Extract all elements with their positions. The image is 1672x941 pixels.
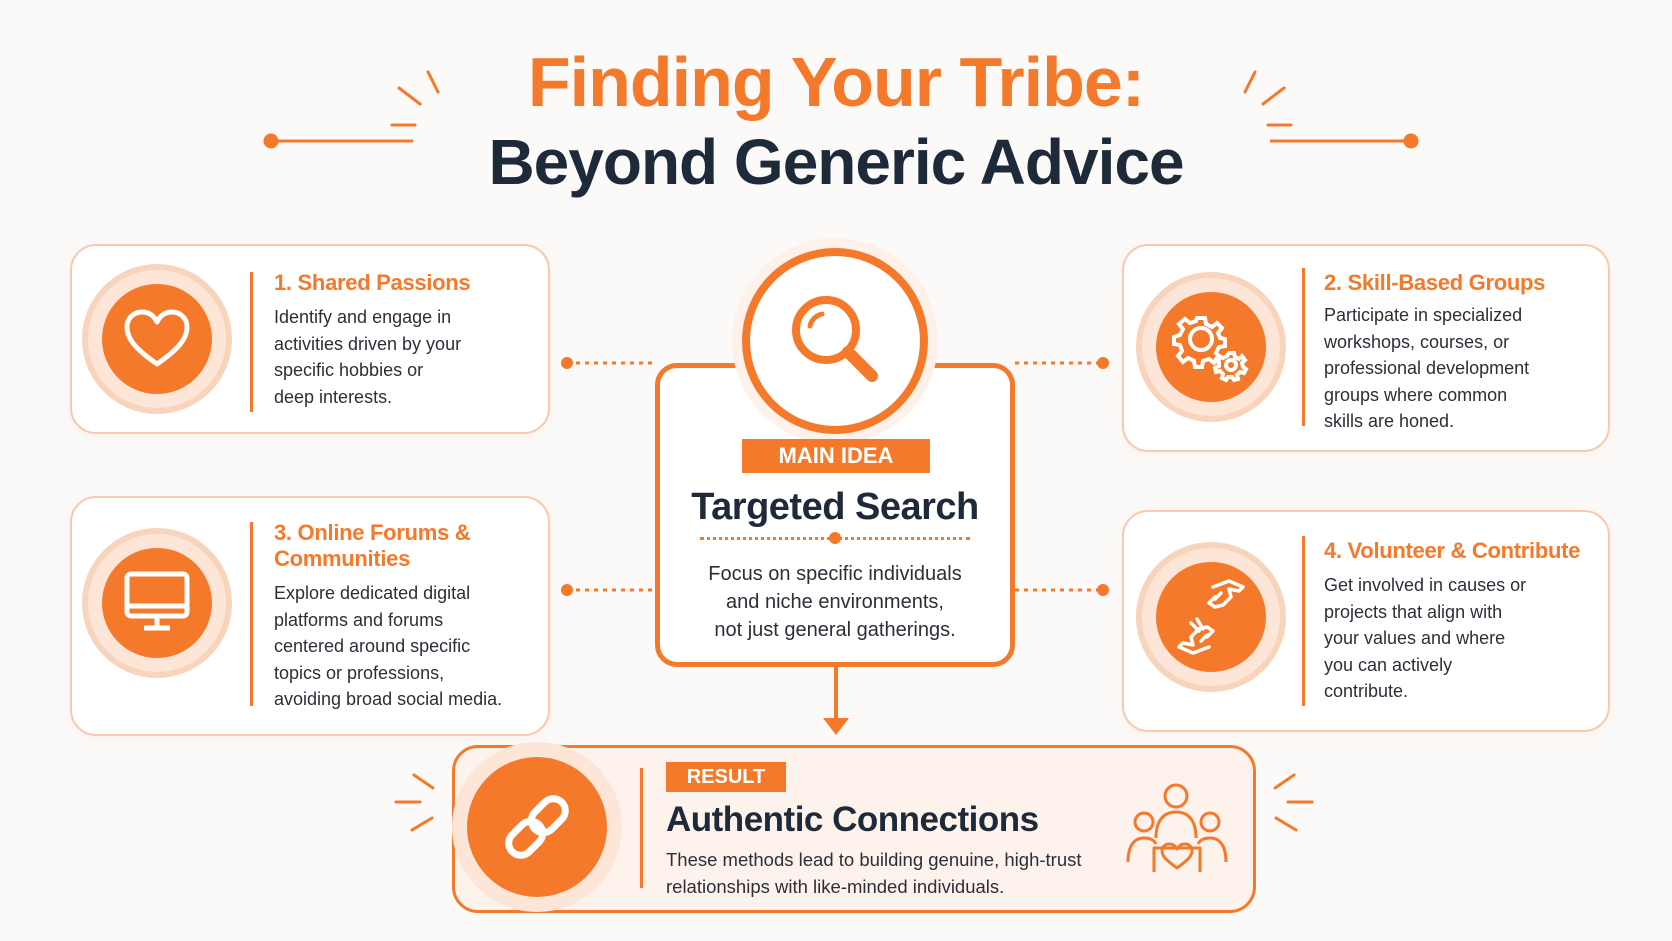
monitor-icon	[102, 548, 212, 658]
desc-line: specific hobbies or	[274, 360, 424, 380]
desc-line: projects that align with	[1324, 601, 1503, 622]
desc-line: Focus on specific individuals	[708, 563, 962, 585]
desc-line: avoiding broad social media.	[274, 689, 503, 709]
main-idea-title: Targeted Search	[691, 486, 979, 528]
desc-line: your values and where	[1324, 628, 1506, 648]
chain-link-icon	[467, 757, 607, 897]
result-badge: RESULT	[666, 762, 786, 792]
magnifier-icon	[792, 296, 878, 382]
title-line: Communities	[274, 546, 411, 571]
desc-line: platforms and forums	[274, 609, 444, 630]
title-left-rule	[263, 133, 413, 149]
main-idea-underline-dot	[829, 532, 841, 544]
gears-icon	[1156, 292, 1266, 402]
desc-line: Get involved in causes or	[1324, 575, 1527, 595]
desc-line: These methods lead to building genuine, …	[666, 849, 1082, 870]
desc-line: workshops, courses, or	[1324, 331, 1510, 352]
connector-bottom-right	[1015, 584, 1109, 596]
heart-icon	[102, 284, 212, 394]
desc-line: topics or professions,	[274, 662, 445, 683]
desc-line: skills are honed.	[1324, 411, 1455, 431]
card-volunteer-contribute: 4. Volunteer & Contribute Get involved i…	[1122, 510, 1610, 732]
title-primary: Finding Your Tribe:	[527, 43, 1145, 121]
desc-line: Participate in specialized	[1324, 305, 1523, 325]
magnifier-ring	[742, 248, 928, 434]
desc-line: not just general gatherings.	[714, 619, 956, 641]
desc-line: and niche environments,	[726, 591, 944, 613]
desc-line: professional development	[1324, 358, 1530, 378]
desc-line: Explore dedicated digital	[274, 583, 471, 603]
result-title: Authentic Connections	[666, 800, 1039, 839]
main-idea-box	[655, 363, 1015, 667]
desc-line: contribute.	[1324, 681, 1409, 701]
card-icon-ring	[1136, 272, 1286, 422]
card-title: 4. Volunteer & Contribute	[1324, 538, 1581, 563]
card-divider	[1302, 536, 1305, 706]
desc-line: Identify and engage in	[274, 307, 452, 327]
title-left-sparks	[390, 70, 440, 127]
card-shared-passions: 1. Shared Passions Identify and engage i…	[70, 244, 550, 434]
card-divider	[250, 272, 253, 412]
title-line: 3. Online Forums &	[274, 520, 471, 545]
down-arrow	[823, 667, 849, 735]
card-divider	[250, 522, 253, 706]
result-description: These methods lead to building genuine, …	[666, 846, 1136, 900]
card-title: 1. Shared Passions	[274, 270, 471, 295]
title-right-sparks	[1243, 70, 1293, 127]
card-icon-ring	[82, 528, 232, 678]
card-description: Explore dedicated digital platforms and …	[274, 580, 544, 713]
card-title: 3. Online Forums & Communities	[274, 520, 471, 572]
result-right-sparks	[1273, 773, 1314, 832]
main-idea-description: Focus on specific individuals and niche …	[670, 560, 1000, 644]
card-divider	[1302, 268, 1305, 426]
desc-line: groups where common	[1324, 384, 1508, 405]
card-description: Identify and engage in activities driven…	[274, 304, 534, 410]
title-right-rule	[1270, 133, 1419, 149]
desc-line: activities driven by your	[274, 333, 462, 354]
card-online-forums: 3. Online Forums & Communities Explore d…	[70, 496, 550, 736]
desc-line: relationships with like-minded individua…	[666, 876, 1005, 897]
community-heart-icon	[1126, 783, 1228, 872]
title-secondary: Beyond Generic Advice	[488, 126, 1184, 198]
card-description: Participate in specialized workshops, co…	[1324, 302, 1594, 435]
connector-top-left	[561, 357, 655, 369]
desc-line: deep interests.	[274, 386, 393, 407]
card-title: 2. Skill-Based Groups	[1324, 270, 1546, 295]
result-icon-ring	[452, 742, 622, 912]
main-idea-badge: MAIN IDEA	[742, 439, 930, 473]
card-icon-ring	[82, 264, 232, 414]
desc-line: centered around specific	[274, 636, 471, 656]
helping-hands-icon	[1156, 562, 1266, 672]
result-divider	[640, 768, 643, 888]
result-left-sparks	[394, 773, 435, 832]
connector-top-right	[1015, 357, 1109, 369]
desc-line: you can actively	[1324, 654, 1453, 675]
card-skill-based-groups: 2. Skill-Based Groups Participate in spe…	[1122, 244, 1610, 452]
connector-bottom-left	[561, 584, 655, 596]
card-description: Get involved in causes or projects that …	[1324, 572, 1594, 705]
card-icon-ring	[1136, 542, 1286, 692]
